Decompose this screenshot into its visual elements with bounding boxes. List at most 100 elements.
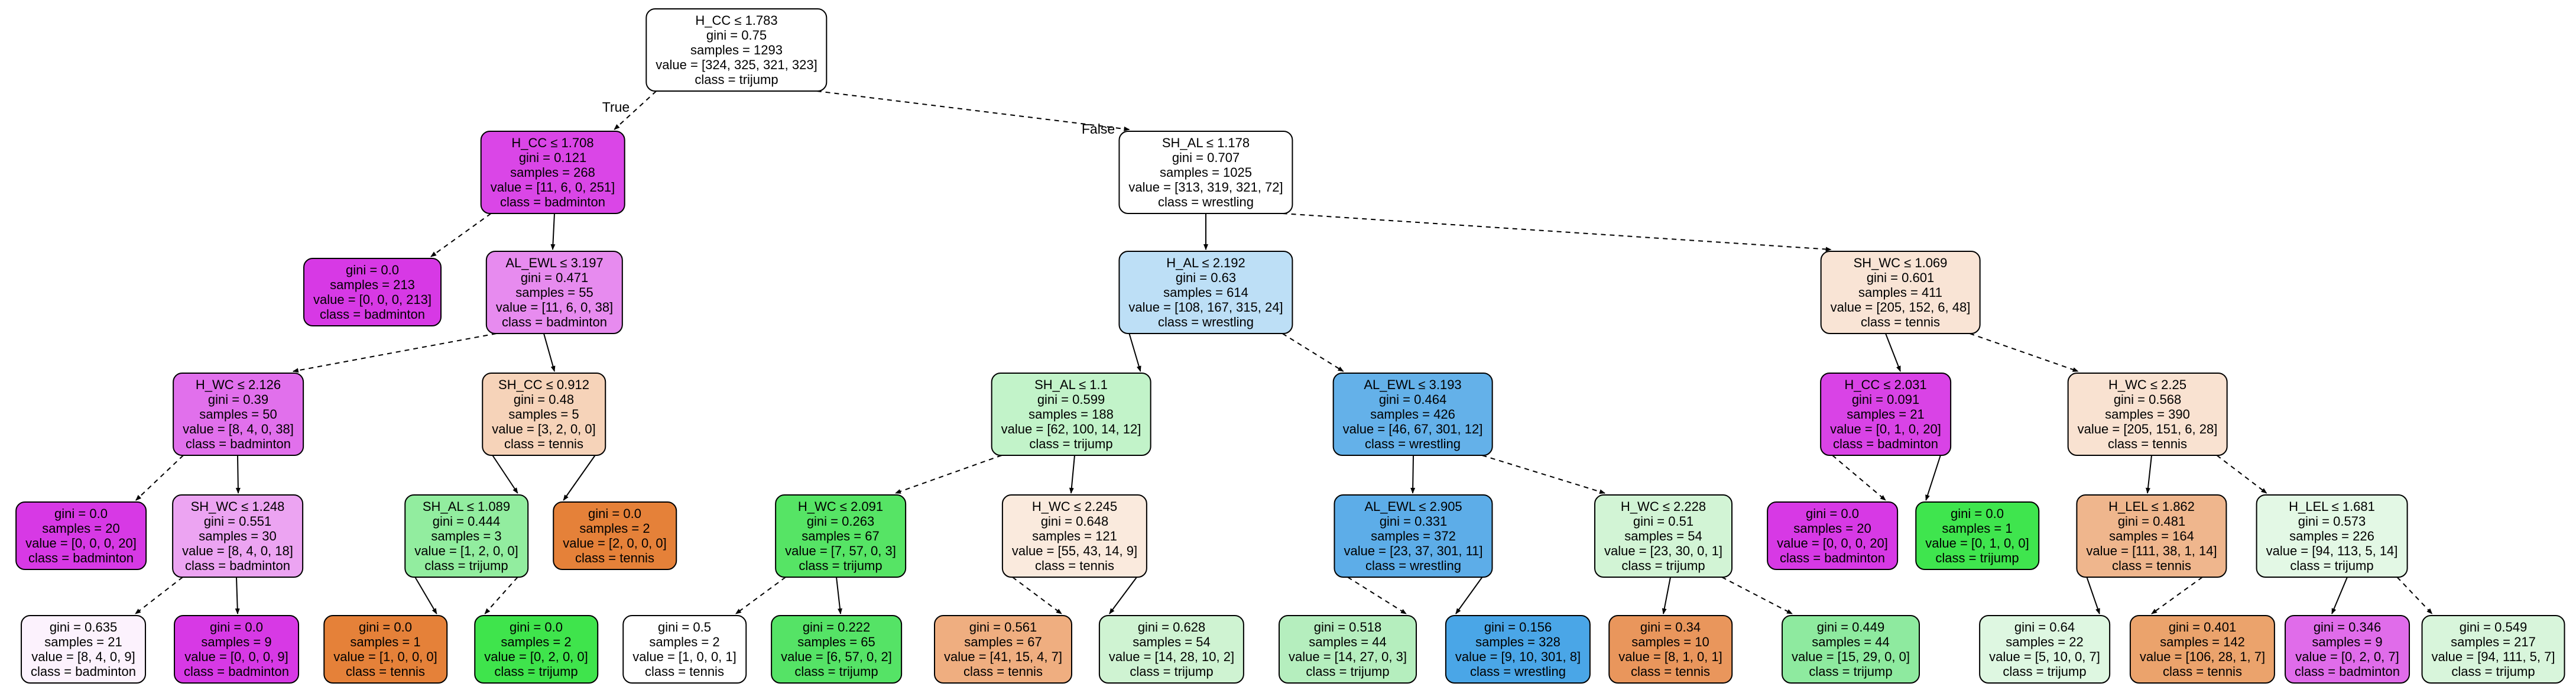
node-gini-line: gini = 0.599 [1037,392,1105,407]
tree-edge-20-35 [1662,577,1671,614]
node-gini-line: gini = 0.471 [520,270,589,285]
tree-edge-24-39 [2331,577,2348,614]
node-gini-line: gini = 0.628 [1137,620,1206,635]
node-class-line: class = tennis [2108,436,2187,451]
node-samples-line: samples = 30 [199,529,277,543]
node-condition-line: H_CC ≤ 2.031 [1844,377,1927,392]
node-samples-line: samples = 67 [802,529,880,543]
node-gini-line: gini = 0.635 [49,620,118,635]
node-samples-line: samples = 10 [1631,635,1709,649]
tree-edge-12-23 [2146,455,2152,494]
node-condition-line: AL_EWL ≤ 3.197 [505,255,604,270]
node-class-line: class = trijump [424,558,508,573]
node-gini-line: gini = 0.5 [658,620,711,635]
node-gini-line: gini = 0.561 [969,620,1037,635]
node-condition-line: H_CC ≤ 1.783 [695,13,778,28]
tree-edge-6-12 [1970,333,2079,372]
node-samples-line: samples = 2 [579,521,650,536]
node-class-line: class = trijump [1029,436,1113,451]
node-samples-line: samples = 9 [201,635,272,649]
tree-edge-18-32 [1109,577,1137,614]
tree-edge-6-11 [1885,333,1901,372]
node-class-line: class = trijump [2290,558,2374,573]
tree-edge-1-3 [430,213,492,257]
node-gini-line: gini = 0.64 [2014,620,2075,635]
node-class-line: class = wrestling [1364,436,1461,451]
node-value-line: value = [11, 6, 0, 251] [490,180,615,195]
node-samples-line: samples = 142 [2160,635,2245,649]
tree-edge-17-29 [735,577,786,614]
node-class-line: class = wrestling [1469,664,1566,679]
node-gini-line: gini = 0.091 [1851,392,1920,407]
tree-edge-18-31 [1012,577,1062,614]
tree-edge-10-20 [1482,455,1605,494]
node-gini-line: gini = 0.0 [1806,506,1859,521]
node-condition-line: SH_AL ≤ 1.178 [1162,135,1250,150]
tree-edge-23-37 [2086,577,2100,614]
tree-edge-8-16 [563,455,596,501]
node-value-line: value = [0, 0, 0, 9] [184,649,288,664]
tree-edge-14-25 [135,577,183,614]
node-gini-line: gini = 0.331 [1379,514,1448,529]
node-value-line: value = [0, 0, 0, 20] [1777,536,1888,551]
node-gini-line: gini = 0.222 [802,620,871,635]
tree-edge-15-27 [414,577,437,614]
node-class-line: class = wrestling [1157,195,1254,209]
tree-edge-14-26 [235,577,240,614]
node-samples-line: samples = 426 [1370,407,1455,422]
node-samples-line: samples = 121 [1032,529,1117,543]
node-samples-line: samples = 21 [44,635,122,649]
node-samples-line: samples = 54 [1624,529,1702,543]
node-samples-line: samples = 9 [2312,635,2383,649]
node-class-line: class = trijump [1809,664,1893,679]
node-class-line: class = trijump [2003,664,2087,679]
node-value-line: value = [0, 2, 0, 7] [2295,649,2399,664]
node-gini-line: gini = 0.51 [1633,514,1694,529]
node-value-line: value = [3, 2, 0, 0] [492,422,596,436]
node-value-line: value = [106, 28, 1, 7] [2139,649,2266,664]
node-samples-line: samples = 213 [330,277,415,292]
node-class-line: class = badminton [502,315,607,329]
node-value-line: value = [15, 29, 0, 0] [1792,649,1910,664]
node-gini-line: gini = 0.401 [2168,620,2237,635]
node-samples-line: samples = 2 [501,635,572,649]
node-samples-line: samples = 188 [1029,407,1114,422]
node-class-line: class = badminton [31,664,136,679]
node-value-line: value = [7, 57, 0, 3] [785,543,896,558]
node-class-line: class = trijump [1130,664,1214,679]
node-class-line: class = tennis [1861,315,1940,329]
node-value-line: value = [1, 2, 0, 0] [414,543,518,558]
node-condition-line: H_LEL ≤ 1.862 [2108,499,2195,514]
tree-edge-9-17 [894,455,1002,494]
tree-edge-9-18 [1069,455,1075,494]
node-samples-line: samples = 1 [1942,521,2013,536]
node-samples-line: samples = 328 [1475,635,1560,649]
node-samples-line: samples = 1025 [1160,165,1252,180]
node-value-line: value = [6, 57, 0, 2] [781,649,892,664]
node-value-line: value = [0, 0, 0, 213] [313,292,432,307]
node-gini-line: gini = 0.444 [432,514,501,529]
tree-edge-1-4 [550,213,556,250]
node-value-line: value = [8, 4, 0, 9] [31,649,135,664]
node-class-line: class = trijump [1621,558,1705,573]
edge-label-false: False [1081,121,1115,137]
node-gini-line: gini = 0.481 [2117,514,2186,529]
node-class-line: class = badminton [1833,436,1938,451]
node-class-line: class = trijump [799,558,883,573]
node-value-line: value = [62, 100, 14, 12] [1001,422,1141,436]
tree-edge-20-36 [1721,577,1793,614]
